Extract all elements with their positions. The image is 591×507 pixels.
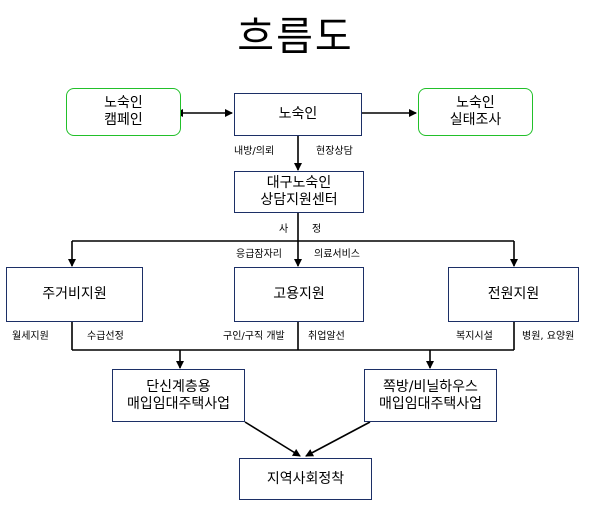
community-settlement-box: 지역사회정착 [239,458,372,500]
facility-support-box: 전원지원 [448,267,579,322]
label-visit: 내방/의뢰 [234,146,275,157]
counseling-center-box: 대구노숙인 상담지원센터 [234,171,364,213]
label-jeong: 정 [312,224,322,235]
label-job-seek: 구인/구직 개발 [223,331,285,342]
survey-box: 노숙인 실태조사 [418,88,533,136]
label-job-placement: 취업알선 [308,331,345,342]
employment-support-box: 고용지원 [234,267,364,322]
label-emergency-shelter: 응급잠자리 [236,249,282,260]
label-medical-service: 의료서비스 [314,249,360,260]
label-rent-support: 월세지원 [12,331,49,342]
housing-support-box: 주거비지원 [6,267,143,322]
label-hospital: 병원, 요양원 [522,331,575,342]
single-to-settlement-arrow [244,421,301,457]
jjokbang-to-settlement-arrow [305,421,371,457]
homeless-box: 노숙인 [234,93,362,136]
label-beneficiary: 수급선정 [87,331,124,342]
page-title: 흐름도 [237,14,354,60]
single-housing-box: 단신계층용 매입임대주택사업 [112,369,245,422]
label-onsite: 현장상담 [316,146,353,157]
label-welfare-facility: 복지시설 [456,331,493,342]
label-sa: 사 [279,224,289,235]
campaign-box: 노숙인 캠페인 [66,88,181,136]
jjokbang-housing-box: 쪽방/비닐하우스 매입임대주택사업 [364,369,497,422]
